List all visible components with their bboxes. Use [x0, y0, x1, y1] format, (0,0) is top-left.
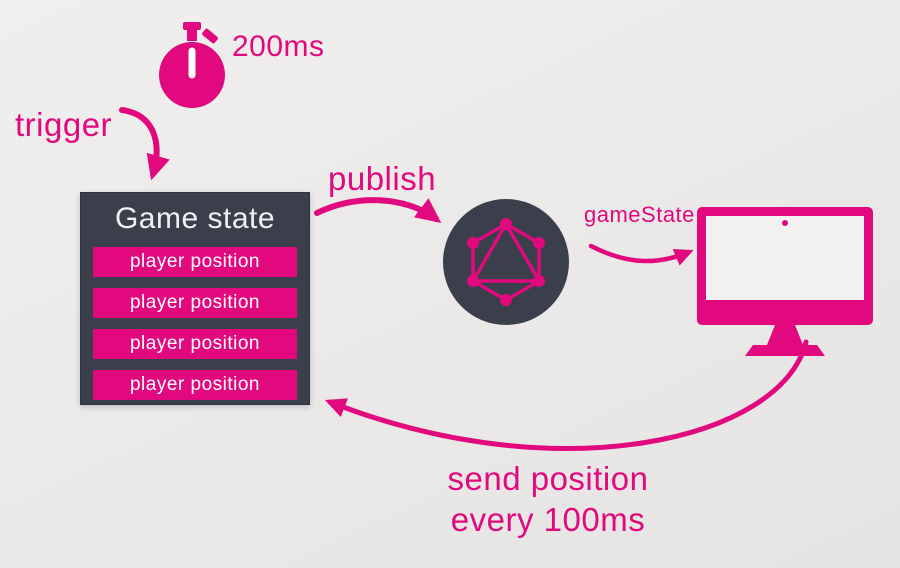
trigger-label: trigger	[15, 106, 113, 143]
monitor-icon	[697, 207, 873, 356]
trigger-arrow	[119, 107, 170, 181]
stopwatch-icon	[159, 22, 225, 108]
gamestate-arrow	[588, 243, 694, 266]
game-state-box: Game state player position player positi…	[80, 192, 310, 405]
player-position-row: player position	[93, 329, 297, 359]
feedback-arrow	[324, 339, 809, 451]
publish-arrow	[314, 197, 442, 224]
gamestate-label: gameState	[584, 202, 695, 227]
player-position-row: player position	[93, 247, 297, 277]
timer-label: 200ms	[232, 30, 325, 63]
graphql-logo-icon	[443, 199, 569, 325]
game-state-title: Game state	[114, 202, 276, 235]
feedback-label-line1: send position	[447, 460, 649, 497]
feedback-label-line2: every 100ms	[450, 501, 646, 538]
publish-label: publish	[328, 160, 437, 197]
player-position-row: player position	[93, 288, 297, 318]
player-position-row: player position	[93, 370, 297, 400]
